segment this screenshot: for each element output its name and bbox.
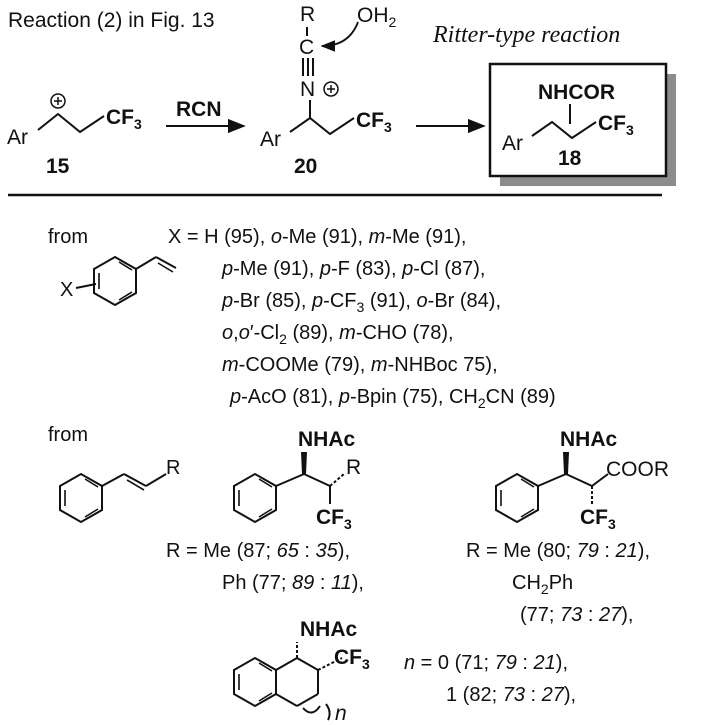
compound-label-20: 20 bbox=[294, 155, 317, 178]
svg-text:n: n bbox=[335, 702, 347, 725]
svg-text:CF3: CF3 bbox=[334, 646, 370, 672]
svg-text:R = Me (80; 79 : 21),: R = Me (80; 79 : 21), bbox=[466, 540, 650, 562]
product-18-box: NHCOR Ar CF3 18 bbox=[488, 62, 676, 186]
ritter-title: Ritter-type reaction bbox=[432, 22, 620, 48]
svg-text:NHAc: NHAc bbox=[300, 618, 357, 641]
svg-text:COOR: COOR bbox=[606, 458, 669, 481]
styrene-substrate: from X bbox=[48, 226, 177, 307]
svg-text:NHAc: NHAc bbox=[298, 428, 355, 451]
svg-text:N: N bbox=[300, 78, 315, 101]
product-1-structure: NHAc R CF3 bbox=[233, 428, 361, 532]
alkene-substrate: from R bbox=[48, 424, 180, 524]
svg-text:o,o′-Cl2 (89), m-CHO (78),: o,o′-Cl2 (89), m-CHO (78), bbox=[222, 322, 454, 347]
svg-text:p-Br (85), p-CF3 (91), o-Br (8: p-Br (85), p-CF3 (91), o-Br (84), bbox=[221, 290, 501, 315]
svg-text:CH2Ph: CH2Ph bbox=[512, 572, 573, 597]
svg-text:R = Me (87; 65 : 35),: R = Me (87; 65 : 35), bbox=[166, 540, 350, 562]
svg-text:OH2: OH2 bbox=[357, 4, 397, 30]
svg-text:C: C bbox=[299, 36, 314, 59]
svg-text:Ar: Ar bbox=[260, 128, 281, 151]
svg-text:NHAc: NHAc bbox=[560, 428, 617, 451]
product-3-structure: NHAc CF3 n bbox=[233, 618, 370, 725]
svg-text:from: from bbox=[48, 424, 88, 446]
svg-text:(77; 73 : 27),: (77; 73 : 27), bbox=[520, 604, 633, 626]
svg-text:m-COOMe (79), m-NHBoc 75),: m-COOMe (79), m-NHBoc 75), bbox=[222, 354, 498, 376]
figure-title: Reaction (2) in Fig. 13 bbox=[8, 9, 215, 32]
svg-text:X = H (95), o-Me (91), m-Me (9: X = H (95), o-Me (91), m-Me (91), bbox=[168, 226, 466, 248]
svg-text:CF3: CF3 bbox=[356, 109, 392, 135]
product-3-results: n = 0 (71; 79 : 21), 1 (82; 73 : 27), bbox=[404, 652, 576, 706]
svg-text:NHCOR: NHCOR bbox=[538, 81, 615, 104]
svg-text:RCN: RCN bbox=[176, 98, 222, 121]
compound-label-15: 15 bbox=[46, 155, 70, 178]
cation-15: Ar CF3 15 bbox=[7, 93, 142, 178]
rcn-arrow: RCN bbox=[166, 98, 246, 134]
svg-text:1 (82; 73 : 27),: 1 (82; 73 : 27), bbox=[446, 684, 576, 706]
svg-text:n = 0 (71; 79 : 21),: n = 0 (71; 79 : 21), bbox=[404, 652, 568, 674]
svg-text:R: R bbox=[166, 457, 180, 479]
svg-text:Ph (77; 89 : 11),: Ph (77; 89 : 11), bbox=[222, 572, 364, 594]
svg-text:X: X bbox=[60, 279, 73, 301]
product-1-results: R = Me (87; 65 : 35), Ph (77; 89 : 11), bbox=[166, 540, 364, 594]
styrene-results: X = H (95), o-Me (91), m-Me (91), p-Me (… bbox=[168, 226, 556, 411]
svg-text:CF3: CF3 bbox=[580, 506, 616, 532]
svg-text:from: from bbox=[48, 226, 88, 248]
product-2-results: R = Me (80; 79 : 21), CH2Ph (77; 73 : 27… bbox=[466, 540, 650, 626]
svg-text:p-Me (91), p-F (83), p-Cl (87): p-Me (91), p-F (83), p-Cl (87), bbox=[221, 258, 485, 280]
svg-text:R: R bbox=[300, 3, 315, 26]
svg-text:p-AcO (81), p-Bpin (75), CH2CN: p-AcO (81), p-Bpin (75), CH2CN (89) bbox=[229, 386, 556, 411]
svg-text:R: R bbox=[346, 456, 361, 479]
svg-text:Ar: Ar bbox=[502, 132, 523, 155]
nitrilium-20: R C N OH2 Ar CF3 20 bbox=[260, 3, 397, 178]
svg-text:Ar: Ar bbox=[7, 126, 28, 149]
compound-label-18: 18 bbox=[558, 147, 582, 170]
svg-text:CF3: CF3 bbox=[316, 506, 352, 532]
svg-text:CF3: CF3 bbox=[106, 106, 142, 132]
product-2-structure: NHAc COOR CF3 bbox=[495, 428, 669, 532]
